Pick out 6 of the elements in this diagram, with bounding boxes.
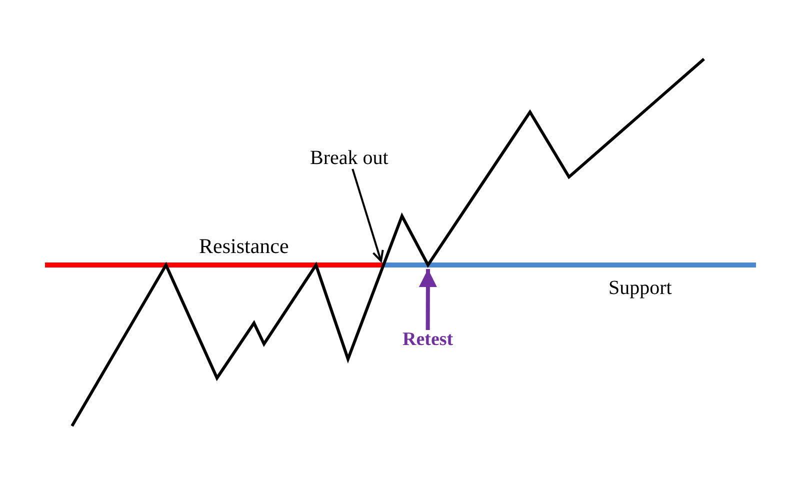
arrow <box>418 269 437 330</box>
annotation-text: Break out <box>310 147 388 169</box>
arrow <box>352 168 384 262</box>
annotation-text: Retest <box>402 330 454 351</box>
line-label: Resistance <box>199 235 289 258</box>
line-label: Support <box>608 277 672 299</box>
